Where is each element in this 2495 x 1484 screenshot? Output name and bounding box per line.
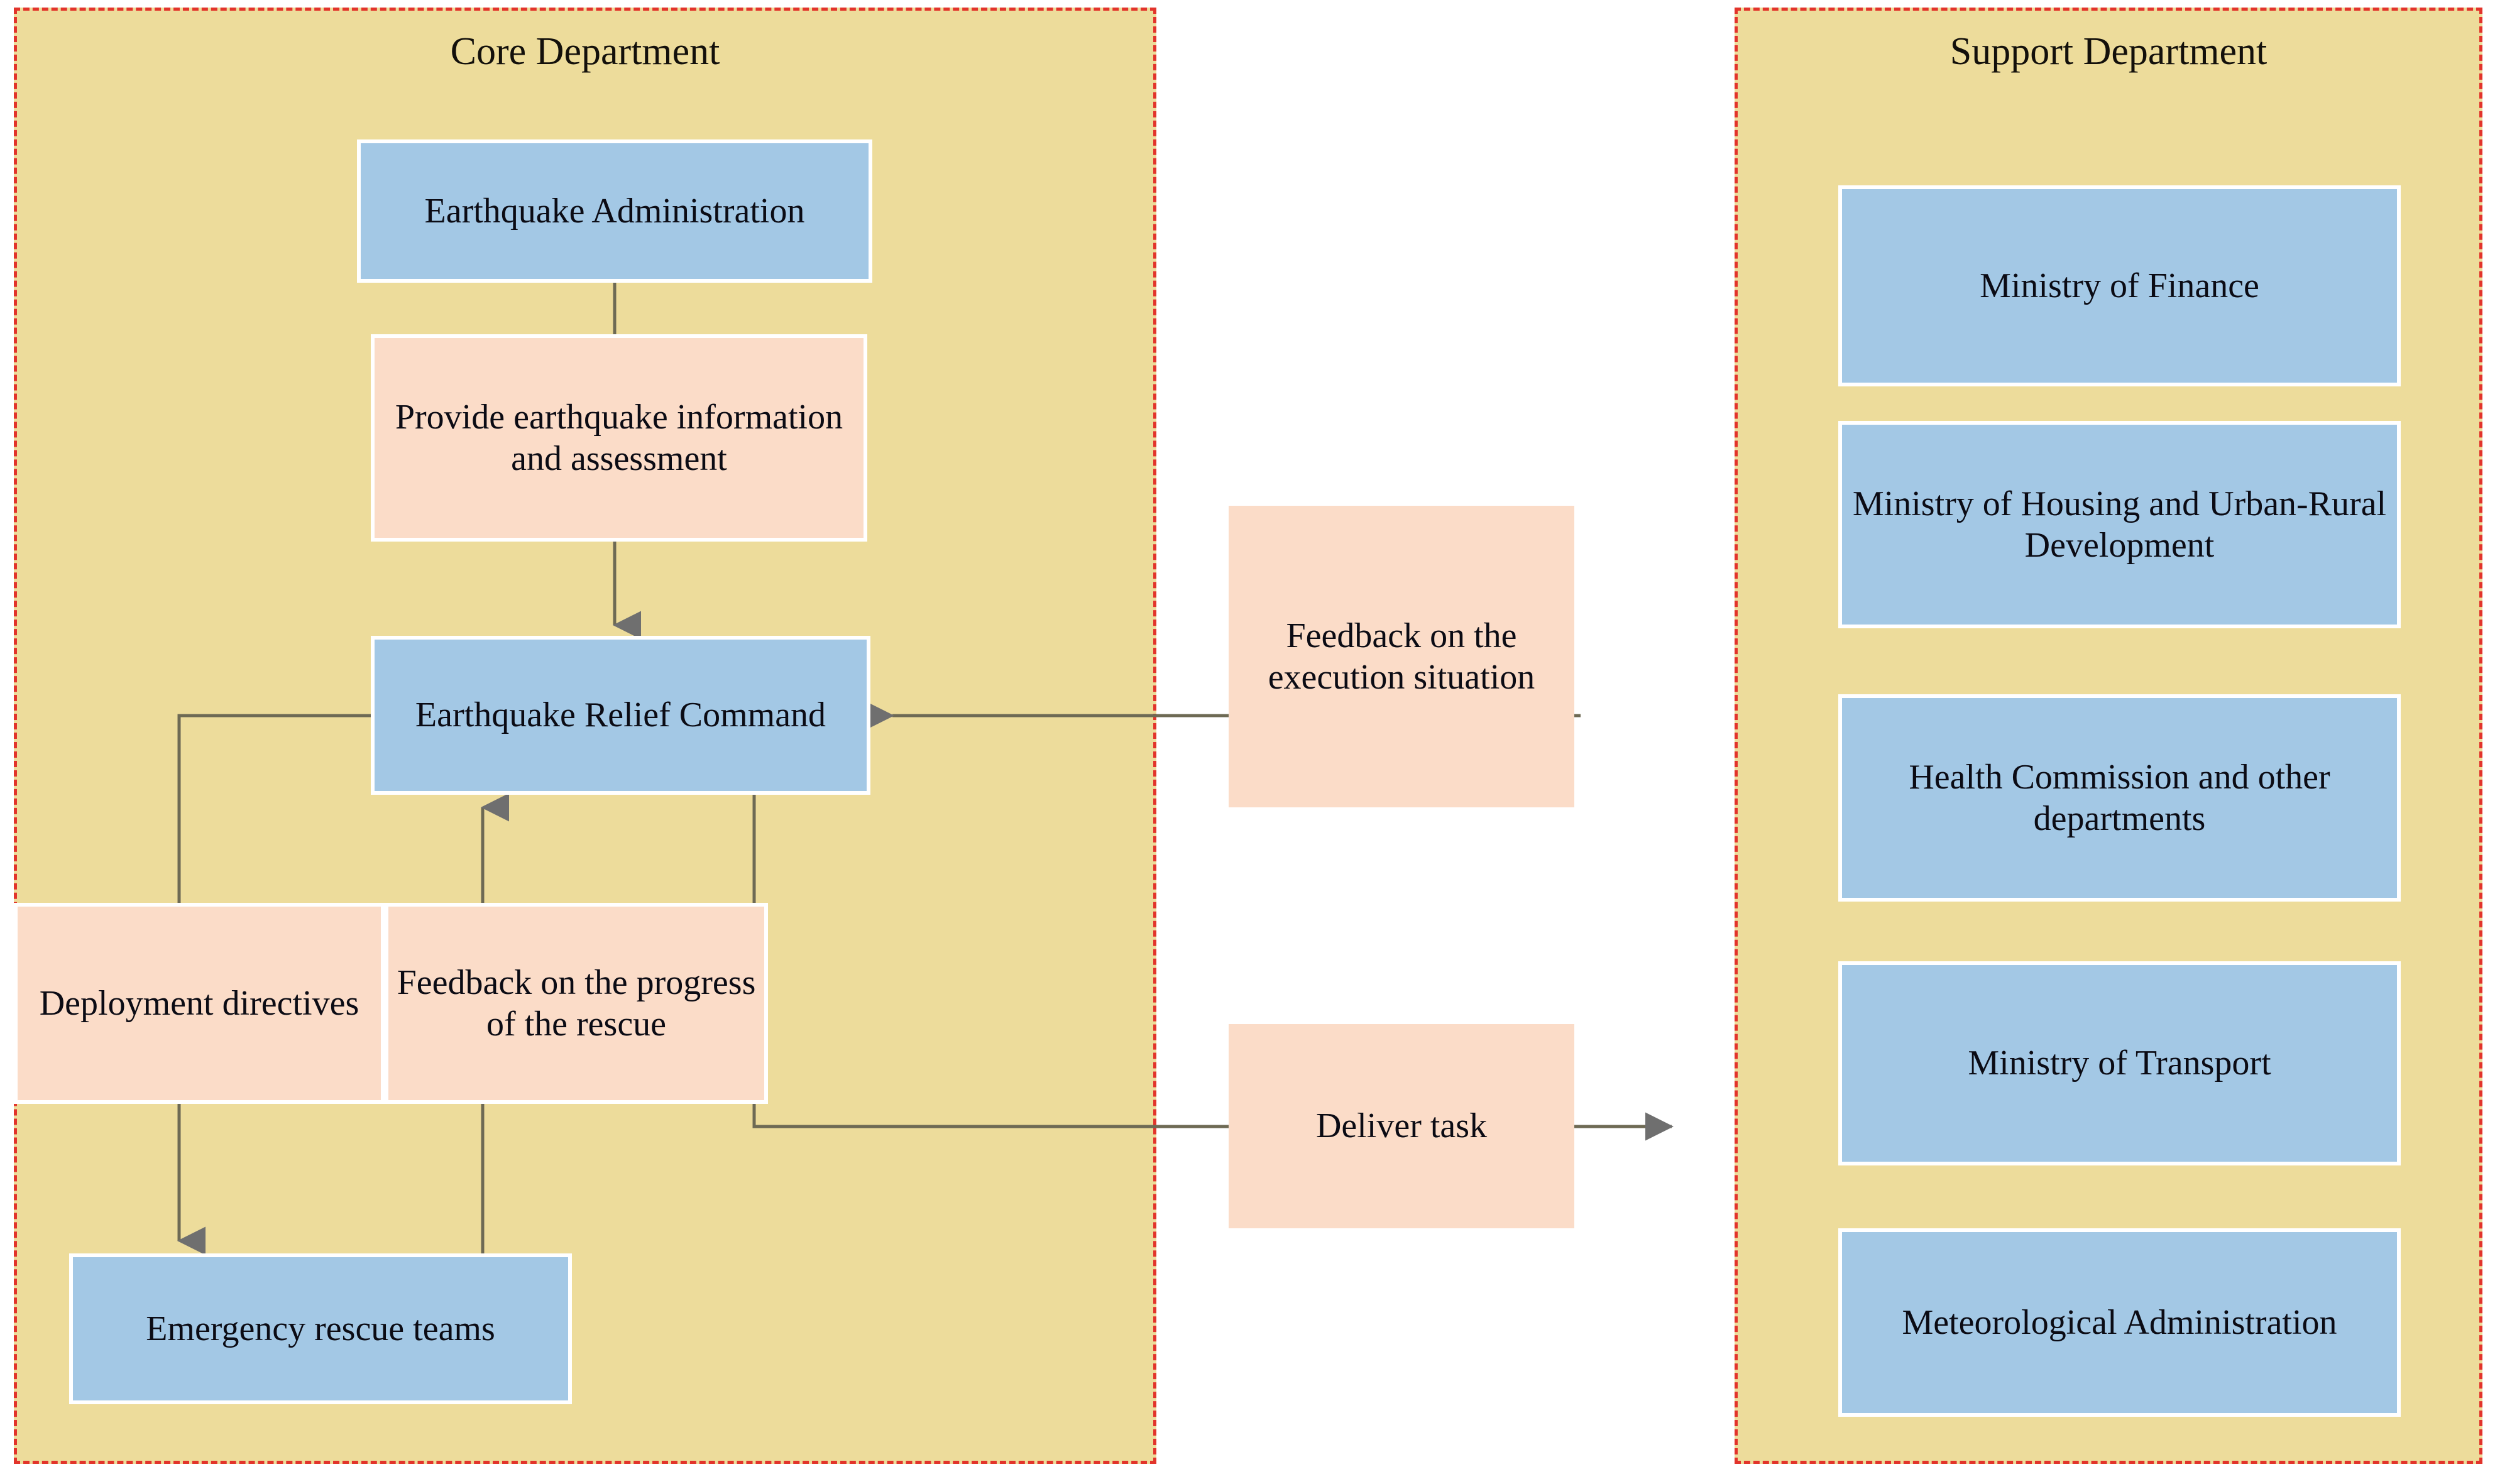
node-ministry-of-finance[interactable]: Ministry of Finance	[1838, 185, 2401, 386]
node-label: Feedback on the progress of the rescue	[397, 963, 756, 1044]
node-earthquake-administration[interactable]: Earthquake Administration	[357, 139, 872, 283]
node-label: Feedback on the execution situation	[1268, 616, 1535, 697]
node-provide-earthquake-information[interactable]: Provide earthquake information and asses…	[371, 334, 867, 542]
node-feedback-execution-situation[interactable]: Feedback on the execution situation	[1229, 506, 1574, 807]
core-department-title: Core Department	[450, 30, 720, 73]
node-earthquake-relief-command[interactable]: Earthquake Relief Command	[371, 636, 870, 795]
node-label: Health Commission and other departments	[1909, 757, 2330, 838]
node-label: Emergency rescue teams	[146, 1309, 495, 1348]
node-label: Meteorological Administration	[1902, 1302, 2337, 1342]
node-label: Provide earthquake information and asses…	[395, 397, 843, 478]
node-label: Ministry of Finance	[1980, 266, 2259, 305]
connector-command-to-deliver-task	[752, 795, 1229, 1128]
node-label: Earthquake Administration	[424, 191, 805, 231]
node-label: Ministry of Transport	[1968, 1044, 2271, 1083]
connector-command-to-deployment	[177, 714, 371, 903]
node-label: Ministry of Housing and Urban-Rural Deve…	[1852, 484, 2387, 565]
node-emergency-rescue-teams[interactable]: Emergency rescue teams	[69, 1253, 572, 1404]
node-deployment-directives[interactable]: Deployment directives	[14, 903, 385, 1104]
node-ministry-of-transport[interactable]: Ministry of Transport	[1838, 961, 2401, 1165]
node-ministry-of-housing[interactable]: Ministry of Housing and Urban-Rural Deve…	[1838, 421, 2401, 628]
node-label: Deployment directives	[39, 983, 359, 1023]
node-deliver-task[interactable]: Deliver task	[1229, 1024, 1574, 1228]
node-label: Deliver task	[1315, 1106, 1488, 1146]
node-meteorological-administration[interactable]: Meteorological Administration	[1838, 1228, 2401, 1417]
support-department-title: Support Department	[1949, 30, 2267, 73]
node-feedback-progress-rescue[interactable]: Feedback on the progress of the rescue	[385, 903, 768, 1104]
node-label: Earthquake Relief Command	[415, 696, 826, 735]
node-health-commission[interactable]: Health Commission and other departments	[1838, 694, 2401, 902]
